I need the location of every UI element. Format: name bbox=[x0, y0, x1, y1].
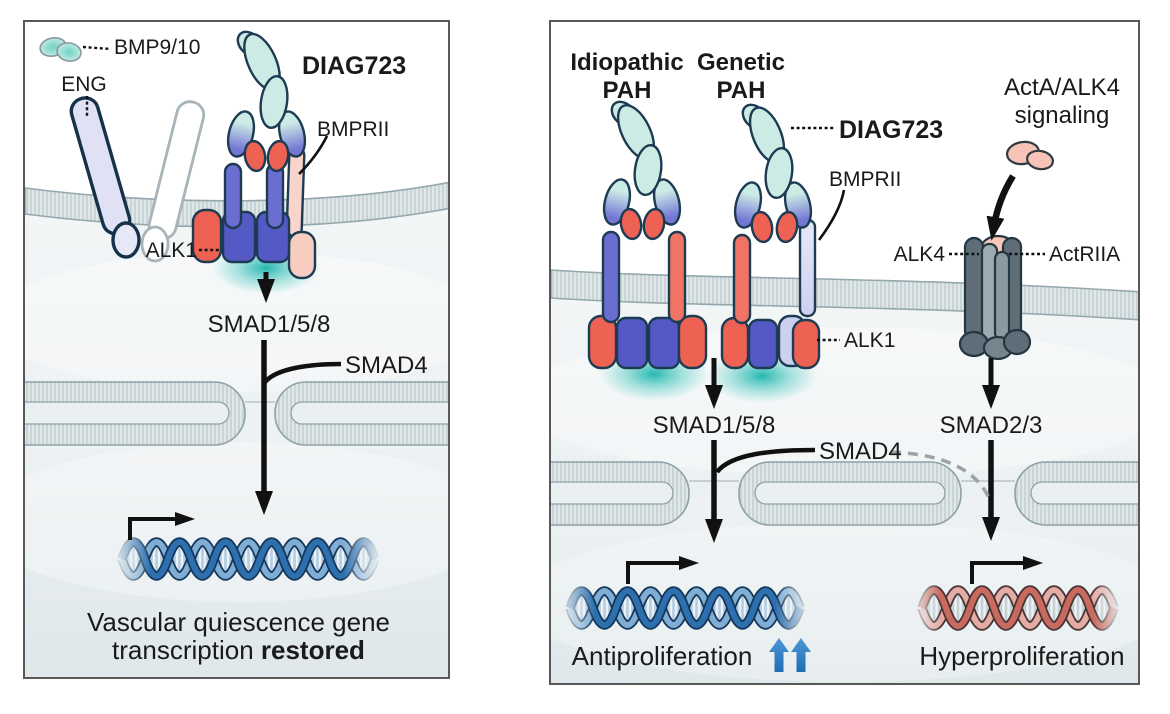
bmp-label-dash bbox=[82, 45, 112, 51]
alk1-label: ALK1 bbox=[844, 329, 896, 352]
hyperproliferation-caption: Hyperproliferation bbox=[919, 641, 1125, 671]
right-panel-pah-signaling: Idiopathic PAH Genetic PAH DIAG723 BMPRI… bbox=[549, 20, 1140, 685]
dna-helix-red-icon bbox=[917, 585, 1119, 631]
smad158-label: SMAD1/5/8 bbox=[652, 412, 776, 439]
diag723-drug-icon bbox=[236, 30, 289, 130]
alk1-lobe bbox=[791, 318, 821, 370]
bmprii-label-line bbox=[817, 189, 846, 241]
idiopathic-receptor-complex-icon bbox=[587, 100, 708, 370]
bmprii-lobe bbox=[287, 230, 317, 280]
acta-alk4-heading: ActA/ALK4 signaling bbox=[982, 74, 1138, 129]
diag723-receptor-complex-icon bbox=[191, 30, 317, 280]
up-arrows-icon bbox=[769, 638, 811, 672]
smad4-label: SMAD4 bbox=[819, 438, 902, 465]
alk1-label: ALK1 bbox=[145, 239, 197, 262]
bmprii-label: BMPRII bbox=[317, 118, 390, 141]
smad4-connector-dashed bbox=[890, 450, 991, 499]
transcription-start-arrow-icon bbox=[970, 556, 1043, 584]
caption-restored: restored bbox=[260, 635, 365, 665]
smad4-connector bbox=[263, 361, 342, 384]
alk4-actriia-complex-icon bbox=[958, 234, 1032, 361]
bmprii-label-line bbox=[298, 135, 329, 175]
caption-line1: Vascular quiescence gene bbox=[86, 607, 391, 637]
smad4-label: SMAD4 bbox=[345, 352, 428, 379]
idiopathic-pah-heading: Idiopathic PAH bbox=[557, 49, 697, 105]
dna-helix-blue-icon bbox=[117, 536, 380, 582]
alk1-lobe bbox=[191, 208, 223, 264]
eng-label: ENG bbox=[61, 73, 107, 96]
idiopathic-line2: PAH bbox=[602, 77, 652, 104]
genetic-line1: Genetic bbox=[696, 49, 786, 76]
acta-line2: signaling bbox=[1014, 101, 1110, 129]
right-panel-figure bbox=[551, 100, 1138, 683]
antiproliferation-caption: Antiproliferation bbox=[571, 641, 753, 671]
smad158-label: SMAD1/5/8 bbox=[207, 311, 331, 338]
genetic-receptor-complex-icon bbox=[720, 103, 821, 370]
caption-prefix: transcription bbox=[112, 635, 261, 665]
diag723-title: DIAG723 bbox=[839, 116, 944, 144]
bmprii-label: BMPRII bbox=[829, 168, 902, 191]
diag723-title: DIAG723 bbox=[302, 52, 407, 80]
bmp9-10-label: BMP9/10 bbox=[114, 36, 201, 59]
transcription-start-arrow-icon bbox=[128, 512, 195, 540]
reduced-bmprii-chain bbox=[798, 218, 817, 318]
smad23-label: SMAD2/3 bbox=[939, 412, 1043, 439]
dna-helix-blue-icon bbox=[565, 585, 805, 631]
caption-line2: transcription restored bbox=[25, 635, 448, 666]
bmp9-10-ligand-icon bbox=[39, 36, 82, 62]
cloud-highlight bbox=[25, 252, 448, 392]
nuclear-envelope bbox=[551, 461, 1138, 526]
smad4-connector-solid bbox=[715, 447, 816, 474]
diag723-drug-icon bbox=[741, 103, 794, 200]
actriia-label: ActRIIA bbox=[1049, 243, 1121, 266]
acta-signal-arrow bbox=[986, 174, 1016, 241]
acta-line1: ActA/ALK4 bbox=[1003, 74, 1121, 101]
left-panel-figure bbox=[25, 30, 448, 677]
genetic-line2: PAH bbox=[716, 77, 766, 104]
idiopathic-line1: Idiopathic bbox=[570, 49, 684, 76]
nuclear-envelope bbox=[25, 381, 448, 446]
left-panel-restored-signaling: BMP9/10 ENG DIAG723 BMPRII ALK1 SMAD1/5/… bbox=[23, 20, 450, 679]
diag723-drug-icon bbox=[610, 100, 663, 197]
eng-receptor-icon bbox=[69, 96, 141, 259]
alk4-label: ALK4 bbox=[893, 243, 945, 266]
acta-ligand-icon bbox=[1005, 140, 1054, 171]
ghost-receptor-icon bbox=[140, 100, 206, 263]
genetic-pah-heading: Genetic PAH bbox=[671, 49, 811, 105]
transcription-start-arrow-icon bbox=[626, 556, 699, 584]
